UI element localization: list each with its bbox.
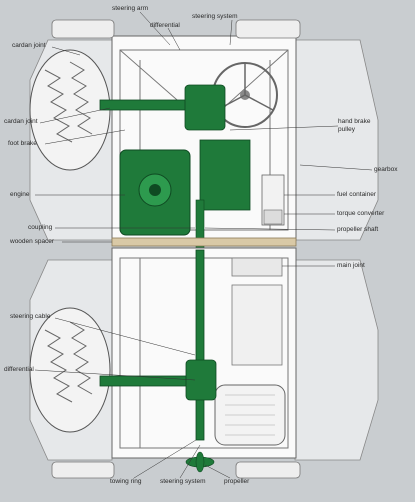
label-foot-brake: foot brake: [8, 140, 37, 147]
label-engine: engine: [10, 191, 30, 198]
upper-left-tire: [29, 49, 111, 171]
label-cardan-joint-2: cardan joint: [4, 118, 38, 125]
label-hand-brake-pulley: hand brake pulley: [338, 118, 371, 133]
label-propeller-shaft: propeller shaft: [337, 226, 379, 233]
label-steering-arm: steering arm: [112, 5, 149, 12]
rear-drivetrain: [99, 249, 217, 441]
label-differential-top: differential: [150, 22, 180, 29]
label-differential-bottom: differential: [4, 366, 34, 373]
engine-block: [119, 149, 191, 236]
label-steering-system-top: steering system: [192, 13, 238, 20]
main-joint-block: [231, 257, 283, 277]
front-drivetrain: [99, 84, 251, 211]
seat: [214, 384, 286, 446]
torque-converter-box: [263, 209, 283, 225]
lower-left-tire: [29, 307, 111, 433]
label-steering-cable: steering cable: [10, 313, 51, 320]
label-cardan-joint-1: cardan joint: [12, 42, 46, 49]
upper-track-right: [235, 19, 301, 39]
label-wooden-spacer: wooden spacer: [10, 238, 55, 245]
propeller-shape: [185, 451, 215, 473]
label-main-joint: main joint: [337, 262, 365, 269]
wooden-spacer-bar: [111, 237, 297, 247]
label-gearbox: gearbox: [374, 166, 398, 173]
label-fuel-container: fuel container: [337, 191, 377, 198]
leader-lines: [34, 11, 373, 479]
lower-track-left: [51, 461, 115, 479]
lower-track-right: [235, 461, 301, 479]
upper-track-left: [51, 19, 115, 39]
label-steering-system-bottom: steering system: [160, 478, 206, 485]
label-coupling: coupling: [28, 224, 53, 231]
rear-panel: [231, 284, 283, 366]
label-torque-converter: torque converter: [337, 210, 385, 217]
label-towing-ring: towing ring: [110, 478, 142, 485]
label-propeller: propeller: [224, 478, 250, 485]
lower-right-pontoon: [294, 259, 379, 461]
